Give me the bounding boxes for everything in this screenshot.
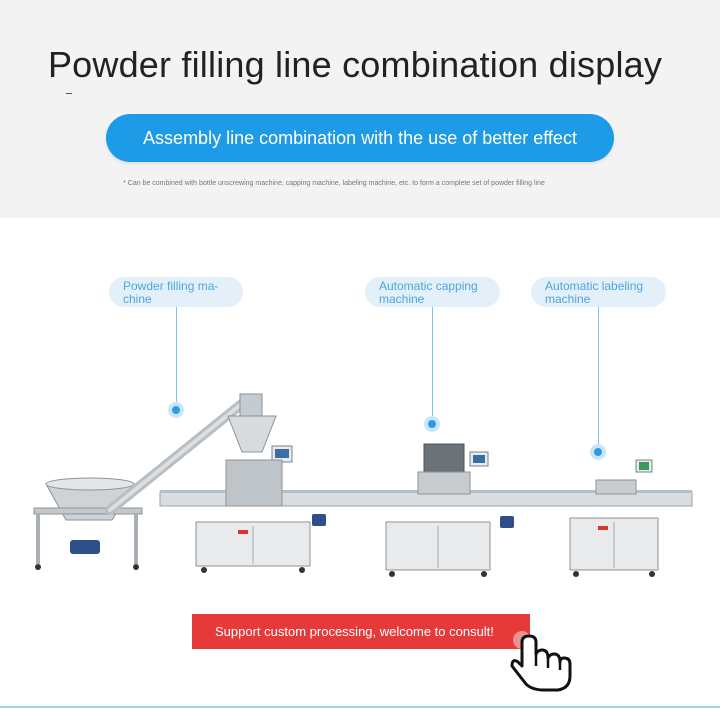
hotspot-dot-capping [424,416,440,432]
label-powder-filling: Powder filling ma-chine [109,277,243,307]
consult-button-label: Support custom processing, welcome to co… [215,624,494,639]
connector-line-filling [176,307,177,403]
connector-line-capping [432,307,433,417]
header-section [0,0,720,218]
powder-filling-machine [195,393,326,573]
bottom-divider [0,706,720,708]
subtitle-pill: Assembly line combination with the use o… [106,114,614,162]
labeling-machine [569,459,659,577]
production-line-illustration [33,393,693,577]
decorative-dash [66,93,72,94]
footnote: * Can be combined with bottle unscrewing… [123,180,545,187]
connector-line-labeling [598,307,599,445]
subtitle-text: Assembly line combination with the use o… [143,127,577,148]
label-labeling: Automatic labeling machine [531,277,666,307]
label-capping: Automatic capping machine [365,277,500,307]
consult-button[interactable]: Support custom processing, welcome to co… [192,614,530,649]
page-title: Powder filling line combination display [47,44,663,85]
hotspot-dot-filling [168,402,184,418]
capping-machine [385,443,514,577]
pointer-hand-icon [510,631,572,692]
hotspot-dot-labeling [590,444,606,460]
